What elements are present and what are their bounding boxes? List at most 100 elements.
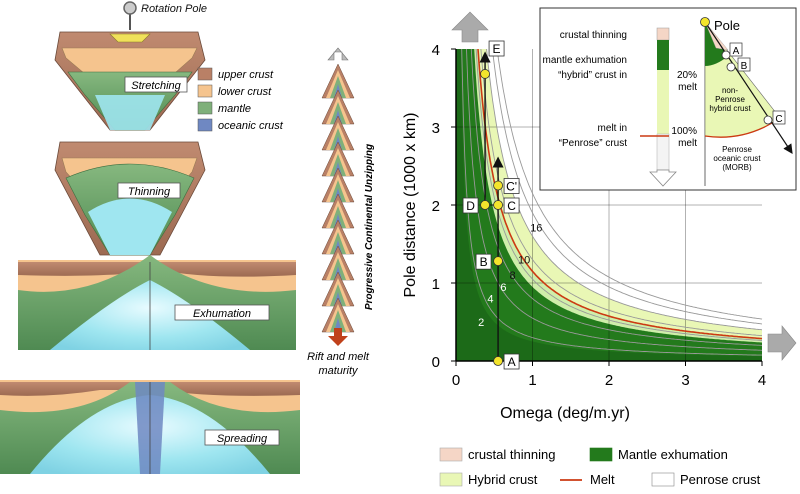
legend-swatch-oceanic-crust: [197, 118, 213, 132]
inset-bar-exhumation: [657, 40, 669, 70]
inset-point-label: C: [775, 114, 782, 125]
contour-label: 2: [478, 317, 484, 329]
inset-label: melt in: [598, 123, 627, 134]
inset-melt100-label: 100%: [671, 126, 697, 137]
inset-label: “hybrid” crust in: [558, 70, 627, 81]
legend-label: Mantle exhumation: [618, 447, 728, 462]
legend-label: mantle: [218, 103, 251, 115]
up-arrow-icon: [327, 47, 349, 61]
point-label-box: [488, 40, 505, 57]
point-label: E: [493, 42, 501, 56]
legend-swatch-mantle-exhumation: [589, 447, 613, 462]
data-point: [493, 200, 503, 210]
point-label: C: [507, 199, 516, 213]
stage-thinning: Thinning: [54, 141, 206, 256]
legend-swatch-crustal-thinning: [439, 447, 463, 462]
inset-penrose-label: oceanic crust: [713, 154, 761, 163]
stage-label: Exhumation: [193, 308, 251, 320]
x-tick-label: 3: [681, 372, 689, 389]
legend-label: Melt: [590, 472, 615, 487]
right-arrow-icon: [767, 325, 797, 361]
inset-melt20-label: 20%: [677, 70, 697, 81]
data-point: [493, 356, 503, 366]
chart-legend: crustal thinning Mantle exhumation Hybri…: [439, 447, 761, 487]
inset-arrow: [704, 21, 793, 154]
stage-label-box: [174, 304, 270, 321]
data-point: [480, 200, 490, 210]
point-label: C': [506, 180, 517, 194]
stage-label-box: [204, 429, 280, 446]
legend-swatch-upper-crust: [197, 67, 213, 81]
inset-label: crustal thinning: [560, 30, 627, 41]
melt-curve: [477, 48, 763, 340]
up-arrow-icon: [451, 11, 489, 43]
unzipping-column: Progressive Continental Unzipping Rift a…: [307, 47, 375, 377]
legend-label: lower crust: [218, 86, 272, 98]
legend-label: Hybrid crust: [468, 472, 538, 487]
y-axis-label: Pole distance (1000 x km): [402, 113, 419, 298]
legend-label: upper crust: [218, 69, 274, 81]
y-tick-label: 2: [432, 198, 440, 215]
stage-label: Spreading: [217, 433, 268, 445]
point-label-box: [503, 178, 520, 194]
data-point: [493, 180, 503, 191]
unzipping-label: Progressive Continental Unzipping: [364, 144, 375, 310]
y-tick-label: 0: [432, 354, 440, 371]
contour-line: [491, 48, 762, 325]
rotation-pole-marker: [123, 1, 137, 15]
contour-label: 16: [530, 223, 542, 235]
inset-panel: crustal thinning mantle exhumation “hybr…: [539, 7, 797, 191]
inset-label: “Penrose” crust: [559, 138, 628, 149]
contour-label: 8: [510, 270, 516, 282]
x-tick-label: 4: [758, 372, 766, 389]
contour-line: [480, 48, 762, 337]
inset-nonpenrose-label: non-: [722, 86, 738, 95]
contour-line: [470, 48, 763, 346]
inset-label: mantle exhumation: [543, 55, 628, 66]
contour-line: [466, 48, 762, 351]
point-label-box: [503, 353, 520, 370]
rotation-pole-label: Rotation Pole: [141, 3, 207, 15]
inset-melt100-label2: melt: [678, 138, 697, 149]
legend-swatch-mantle: [197, 101, 213, 115]
legend-swatch-lower-crust: [197, 84, 213, 98]
inset-point-c: [763, 115, 773, 125]
legend-label: crustal thinning: [468, 447, 555, 462]
maturity-label-line2: maturity: [318, 365, 359, 377]
legend-swatch-hybrid-crust: [439, 472, 463, 487]
inset-point-b: [726, 62, 736, 72]
stage-label-box: [124, 76, 188, 93]
inset-melt20-label2: melt: [678, 82, 697, 93]
down-arrow-icon: [649, 169, 677, 187]
x-tick-label: 2: [605, 372, 613, 389]
contour-line: [496, 48, 763, 320]
inset-pole-label: Pole: [714, 18, 740, 33]
data-point: [493, 256, 503, 267]
inset-penrose-label: Penrose: [722, 145, 752, 154]
y-tick-label: 4: [432, 42, 440, 59]
contour-line: [486, 48, 763, 331]
maturity-label-line1: Rift and melt: [307, 351, 370, 363]
stage-exhumation: Exhumation: [18, 255, 296, 350]
inset-nonpenrose-label: Penrose: [715, 95, 745, 104]
y-tick-label: 3: [432, 120, 440, 137]
chart-grid: [456, 49, 762, 361]
zip-stack: [321, 63, 355, 333]
stage-label: Stretching: [131, 80, 181, 92]
x-tick-label: 0: [452, 372, 460, 389]
inset-thinning-wedge: [704, 21, 729, 51]
inset-point-label: B: [741, 61, 748, 72]
y-tick-label: 1: [432, 276, 440, 293]
inset-bar-thinning: [656, 27, 670, 41]
contour-line: [475, 48, 763, 341]
point-label-box: [503, 197, 520, 214]
point-label: B: [480, 255, 488, 269]
data-point: [480, 69, 490, 79]
exhumation-region-core: [456, 49, 762, 361]
inset-nonpenrose-label: hybrid crust: [709, 104, 751, 113]
point-label: D: [466, 199, 475, 213]
legend-label: oceanic crust: [218, 120, 284, 132]
down-arrow-icon: [328, 328, 348, 346]
